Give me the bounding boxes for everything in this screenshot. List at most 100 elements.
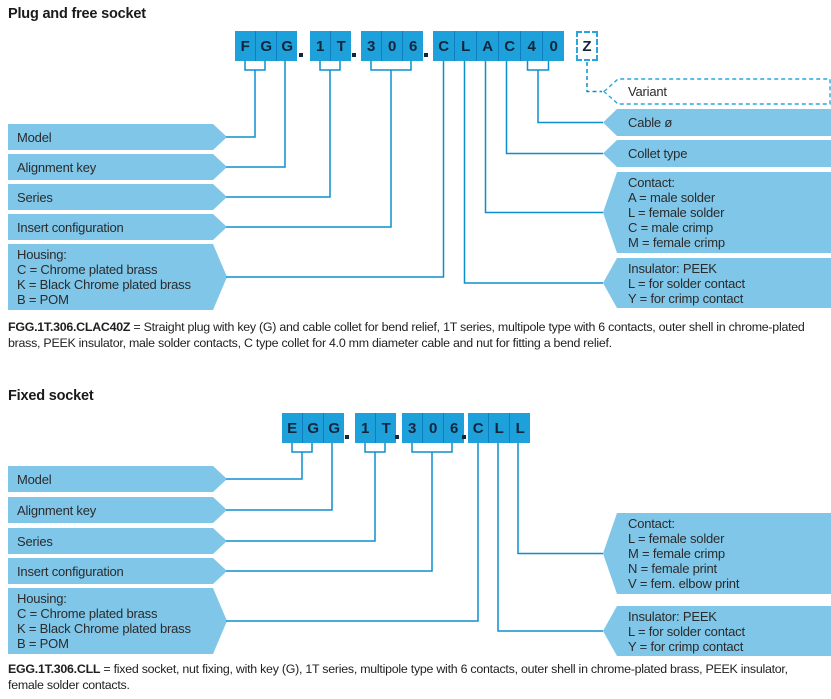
part-code-cell: F	[240, 37, 250, 55]
label-insert-configuration-plug: Insert configuration	[8, 214, 227, 240]
label-text: C = male crimp	[628, 220, 713, 235]
label-text: L = female solder	[628, 205, 725, 220]
part-code-cell: C	[438, 37, 449, 55]
part-code-cell: 0	[381, 31, 402, 61]
label-text: Insulator: PEEK	[628, 260, 717, 276]
label-model-fixed: Model	[8, 466, 227, 492]
part-code-cell: 6	[443, 413, 464, 443]
label-text: M = female crimp	[628, 546, 725, 561]
part-code-block-options: C L L	[468, 413, 530, 443]
label-insulator-fixed: Insulator: PEEK L = for solder contact Y…	[603, 606, 831, 656]
label-series-fixed: Series	[8, 528, 227, 554]
label-insulator-plug: Insulator: PEEK L = for solder contact Y…	[603, 258, 831, 308]
label-text: Variant	[628, 84, 667, 99]
part-code-cell: T	[330, 31, 351, 61]
label-text: Insert configuration	[17, 219, 124, 235]
part-code-cell: G	[302, 413, 323, 443]
label-contact-fixed: Contact: L = female solder M = female cr…	[603, 513, 831, 594]
label-text: Y = for crimp contact	[628, 638, 744, 654]
code-separator-dot: .	[462, 435, 466, 439]
label-housing-plug: Housing: C = Chrome plated brass K = Bla…	[8, 244, 227, 310]
label-text: Series	[17, 189, 53, 205]
label-cable-diameter-plug: Cable ø	[603, 109, 831, 136]
label-variant-plug: Variant	[602, 78, 831, 105]
label-alignment-key-fixed: Alignment key	[8, 497, 227, 523]
fixed-description: EGG.1T.306.CLL = fixed socket, nut fixin…	[8, 662, 825, 693]
variant-code-cell: Z	[576, 31, 598, 61]
part-code-cell: 0	[542, 31, 564, 61]
label-text: L = for solder contact	[628, 275, 745, 291]
fixed-description-code: EGG.1T.306.CLL	[8, 662, 101, 676]
label-text: L = female solder	[628, 531, 725, 546]
label-text: B = POM	[17, 292, 69, 307]
plug-description: FGG.1T.306.CLAC40Z = Straight plug with …	[8, 320, 825, 351]
part-code-cell: A	[476, 31, 498, 61]
part-code-block-model: F G G	[235, 31, 297, 61]
part-code-cell: L	[488, 413, 509, 443]
part-code-cell: L	[454, 31, 476, 61]
line-series-fixed	[226, 443, 386, 542]
plug-section-title: Plug and free socket	[8, 6, 146, 22]
label-text: K = Black Chrome plated brass	[17, 277, 191, 292]
part-code-cell: 3	[407, 419, 417, 437]
label-text: A = male solder	[628, 190, 715, 205]
line-insert-fixed	[226, 443, 453, 572]
plug-description-code: FGG.1T.306.CLAC40Z	[8, 320, 131, 334]
part-code-cell: G	[255, 31, 276, 61]
part-code-cell: E	[287, 419, 297, 437]
line-cable-plug	[526, 61, 603, 124]
line-alignment-plug	[226, 61, 286, 168]
part-code-cell: L	[509, 413, 530, 443]
fixed-description-text: = fixed socket, nut fixing, with key (G)…	[8, 662, 788, 692]
part-code-cell: C	[472, 419, 484, 437]
part-code-cell: 3	[366, 37, 376, 55]
line-series-plug	[226, 61, 341, 198]
label-text: Housing:	[17, 247, 67, 262]
label-text: V = fem. elbow print	[628, 576, 740, 591]
label-text: Y = for crimp contact	[628, 290, 744, 306]
label-text: Contact:	[628, 175, 675, 190]
label-model-plug: Model	[8, 124, 227, 150]
line-insert-plug	[226, 61, 412, 228]
label-text: C = Chrome plated brass	[17, 262, 158, 277]
label-series-plug: Series	[8, 184, 227, 210]
label-text: Model	[17, 129, 52, 145]
label-text: M = female crimp	[628, 235, 725, 250]
label-text: Housing:	[17, 591, 67, 606]
label-text: Contact:	[628, 516, 675, 531]
line-model-plug	[226, 61, 266, 138]
code-separator-dot: .	[299, 53, 303, 57]
label-contact-plug: Contact: A = male solder L = female sold…	[603, 172, 831, 253]
line-model-fixed	[226, 443, 313, 480]
label-text: Series	[17, 533, 53, 549]
label-housing-fixed: Housing: C = Chrome plated brass K = Bla…	[8, 588, 227, 654]
label-text: Insert configuration	[17, 563, 124, 579]
label-text: C = Chrome plated brass	[17, 606, 158, 621]
label-text: Model	[17, 471, 52, 487]
line-insulator-plug	[463, 61, 603, 284]
part-code-cell: T	[375, 413, 396, 443]
line-collet-plug	[505, 61, 603, 155]
part-code-block-options: C L A C 4 0	[433, 31, 564, 61]
code-separator-dot: .	[352, 53, 356, 57]
code-separator-dot: .	[424, 53, 428, 57]
label-text: L = for solder contact	[628, 623, 745, 639]
line-housing-plug	[226, 61, 445, 278]
fixed-section-title: Fixed socket	[8, 388, 94, 404]
label-text: Alignment key	[17, 159, 97, 175]
label-text: B = POM	[17, 636, 69, 651]
line-housing-fixed	[226, 443, 479, 622]
part-code-cell: 6	[402, 31, 423, 61]
label-insert-configuration-fixed: Insert configuration	[8, 558, 227, 584]
part-code-block-series: 1 T	[355, 413, 396, 443]
label-text: Alignment key	[17, 502, 97, 518]
plug-description-text: = Straight plug with key (G) and cable c…	[8, 320, 805, 350]
part-code-cell: C	[498, 31, 520, 61]
line-alignment-fixed	[226, 443, 333, 511]
label-collet-type-plug: Collet type	[603, 140, 831, 167]
part-code-cell: 1	[360, 419, 370, 437]
part-code-block-insert: 3 0 6	[361, 31, 423, 61]
line-variant-plug	[586, 62, 602, 93]
line-contact-fixed	[517, 443, 603, 555]
